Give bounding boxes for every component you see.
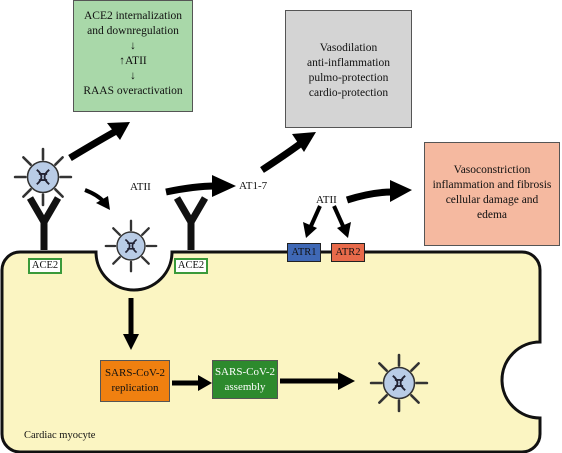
virus-exiting [369,353,429,413]
at17-label: AT1-7 [239,180,268,192]
replication-box: SARS-CoV-2 replication [100,360,170,402]
replication-line-2: replication [111,382,159,394]
green-line-1: ACE2 internalization [83,10,183,22]
gray-line-4: cardio-protection [308,87,389,99]
ace2-receptor-mid [173,196,209,250]
assembly-line-2: assembly [224,381,266,393]
assembly-box: SARS-CoV-2 assembly [212,360,278,399]
green-line-4: ↑ATII [119,55,147,67]
ace2-receptor-left [26,196,62,250]
cell-membrane [0,250,542,453]
green-line-2: and downregulation [87,25,179,37]
green-line-5: ↓ [130,70,136,82]
atii-label-right: ATII [316,194,337,206]
gray-line-3: pulmo-protection [308,72,389,84]
green-line-3: ↓ [130,40,136,52]
virus-entering [104,219,158,273]
ace2-downregulation-box: ACE2 internalization and downregulation … [73,0,193,112]
assembly-line-1: SARS-CoV-2 [214,366,276,378]
gray-line-1: Vasodilation [319,42,378,54]
gray-line-2: anti-inflammation [306,57,391,69]
pink-line-2: inflammation and fibrosis [432,179,552,191]
replication-line-1: SARS-CoV-2 [104,367,166,379]
pink-line-3: cellular damage and [445,194,539,206]
ace2-label-left: ACE2 [28,258,62,274]
virus-outside [13,147,73,207]
vasoconstriction-box: Vasoconstriction inflammation and fibros… [424,142,560,246]
atii-label-left: ATII [130,181,151,193]
pink-line-4: edema [476,209,507,221]
green-line-6: RAAS overactivation [83,85,183,97]
atr1-receptor: ATR1 [287,243,321,262]
arrows [68,122,412,391]
pink-line-1: Vasoconstriction [453,164,531,176]
protection-box: Vasodilation anti-inflammation pulmo-pro… [285,10,412,128]
cell-label: Cardiac myocyte [24,430,96,441]
ace2-label-mid: ACE2 [174,258,208,274]
atr2-receptor: ATR2 [331,243,365,262]
